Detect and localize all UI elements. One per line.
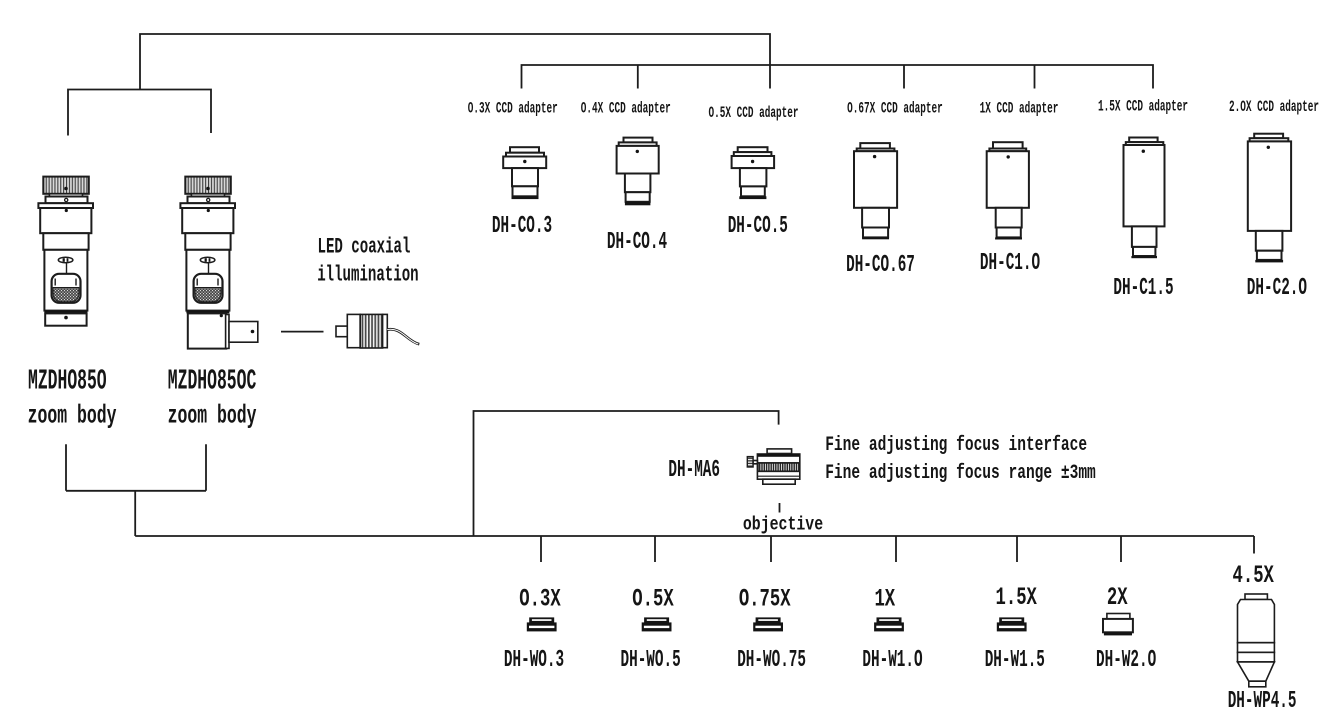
svg-text:1X: 1X: [874, 586, 895, 614]
svg-text:O.3X: O.3X: [519, 586, 560, 614]
svg-text:DH-W1.5: DH-W1.5: [985, 646, 1045, 674]
svg-text:2.OX CCD adapter: 2.OX CCD adapter: [1229, 98, 1319, 116]
svg-text:DH-WP4.5: DH-WP4.5: [1228, 687, 1297, 715]
svg-text:DH-C2.O: DH-C2.O: [1247, 274, 1307, 302]
svg-text:DH-W1.O: DH-W1.O: [862, 646, 922, 674]
svg-text:MZDHO85O: MZDHO85O: [28, 365, 107, 398]
svg-text:DH-MA6: DH-MA6: [668, 456, 720, 484]
svg-text:DH-C1.5: DH-C1.5: [1113, 274, 1173, 302]
svg-text:O.5X CCD adapter: O.5X CCD adapter: [708, 104, 798, 122]
svg-text:DH-CO.3: DH-CO.3: [492, 212, 552, 240]
svg-text:illumination: illumination: [317, 262, 418, 288]
svg-text:DH-CO.4: DH-CO.4: [607, 228, 667, 256]
svg-text:objective: objective: [743, 515, 823, 536]
svg-text:zoom body: zoom body: [168, 401, 257, 431]
svg-text:DH-WO.75: DH-WO.75: [737, 646, 806, 674]
svg-text:4.5X: 4.5X: [1232, 562, 1273, 590]
svg-text:zoom body: zoom body: [28, 401, 117, 431]
svg-text:2X: 2X: [1107, 584, 1128, 612]
svg-text:O.5X: O.5X: [632, 586, 673, 614]
svg-text:DH-CO.5: DH-CO.5: [728, 212, 788, 240]
svg-text:DH-C1.O: DH-C1.O: [980, 249, 1040, 277]
svg-text:MZDHO85OC: MZDHO85OC: [168, 365, 256, 398]
svg-text:O.4X CCD adapter: O.4X CCD adapter: [581, 99, 671, 117]
svg-text:LED coaxial: LED coaxial: [318, 233, 411, 259]
svg-text:Fine adjusting focus range ±3m: Fine adjusting focus range ±3mm: [825, 462, 1096, 485]
svg-text:O.3X CCD adapter: O.3X CCD adapter: [468, 99, 558, 117]
svg-text:1.5X CCD adapter: 1.5X CCD adapter: [1098, 97, 1188, 115]
svg-text:O.75X: O.75X: [739, 586, 791, 614]
svg-text:O.67X CCD adapter: O.67X CCD adapter: [847, 99, 943, 117]
svg-text:DH-CO.67: DH-CO.67: [846, 251, 915, 279]
svg-text:DH-WO.3: DH-WO.3: [504, 646, 564, 674]
svg-text:DH-WO.5: DH-WO.5: [621, 646, 681, 674]
svg-text:1.5X: 1.5X: [995, 584, 1036, 612]
svg-text:1X CCD adapter: 1X CCD adapter: [980, 99, 1059, 117]
svg-text:Fine adjusting focus interface: Fine adjusting focus interface: [825, 434, 1087, 457]
svg-text:DH-W2.O: DH-W2.O: [1096, 646, 1156, 674]
